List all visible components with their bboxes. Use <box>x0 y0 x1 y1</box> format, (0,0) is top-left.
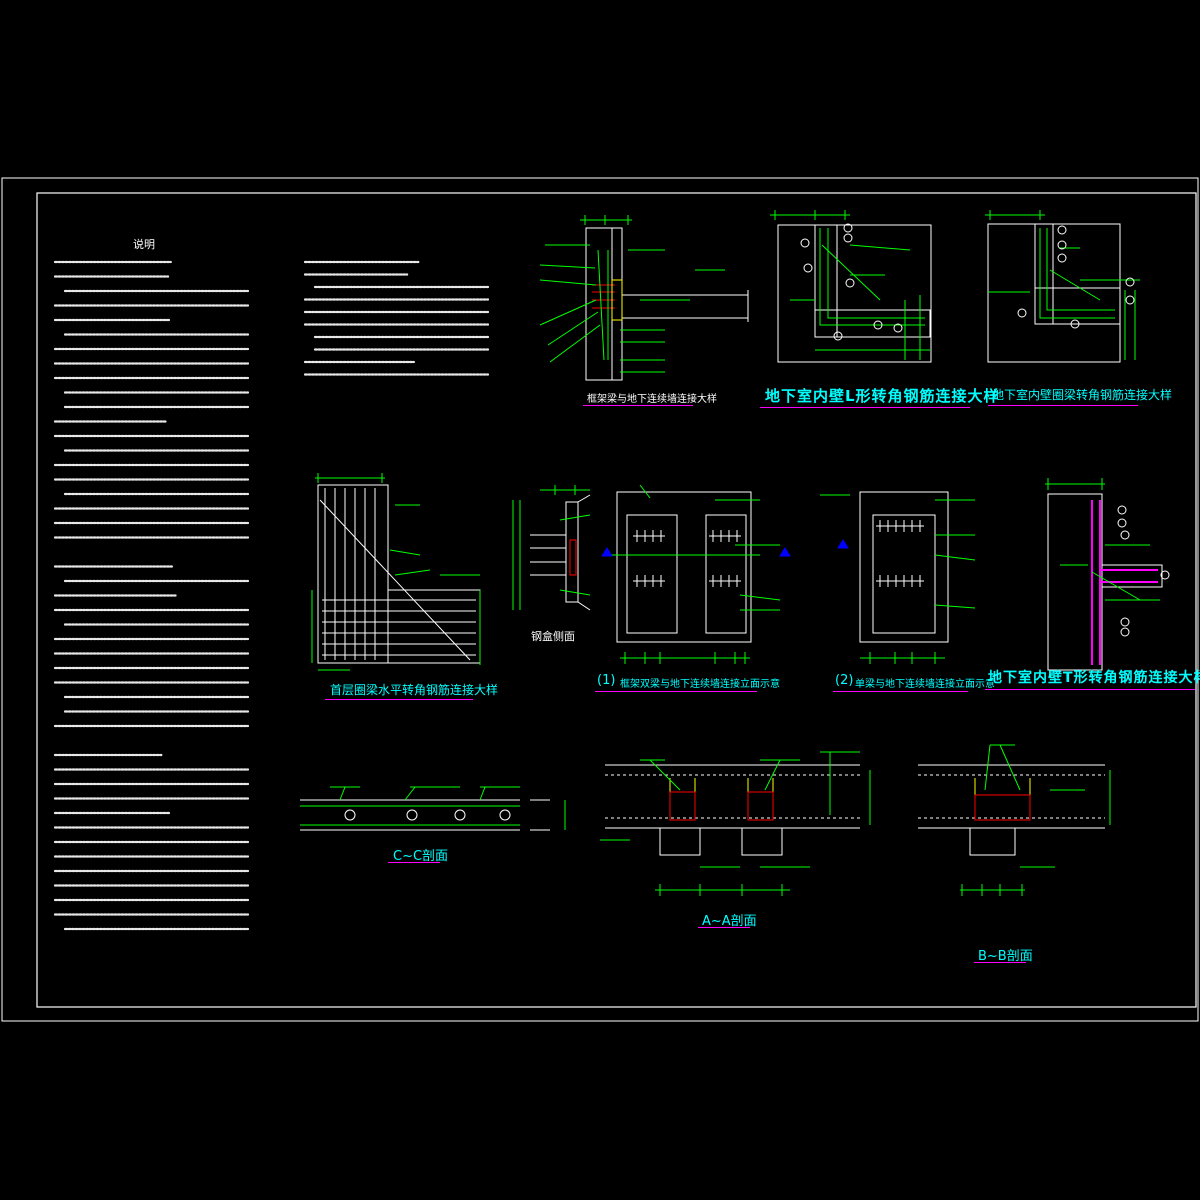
title-ring-beam-corner: 地下室内壁圈梁转角钢筋连接大样 <box>992 388 1173 402</box>
title-elev-1-num: (1) <box>597 673 616 688</box>
notes-heading: 说明 <box>133 238 155 251</box>
title-section-aa: A~A剖面 <box>702 914 757 929</box>
title-underline <box>833 691 968 692</box>
outer-frame <box>1 177 1199 1022</box>
detail-ring-beam-corner <box>985 210 1140 363</box>
title-elev-1: 框架双梁与地下连续墙连接立面示意 <box>620 679 780 690</box>
title-underline <box>325 699 473 700</box>
detail-l-corner <box>770 210 932 363</box>
detail-section-aa <box>600 751 871 896</box>
title-underline <box>988 405 1138 406</box>
detail-first-floor-ring <box>311 473 481 671</box>
detail-t-corner <box>1045 478 1170 671</box>
title-frame-beam-wall: 框架梁与地下连续墙连接大样 <box>587 394 717 405</box>
title-elev-2: 单梁与地下连续墙连接立面示意 <box>855 679 995 690</box>
title-underline <box>760 407 970 408</box>
detail-section-bb <box>918 744 1111 896</box>
notes-column-1 <box>53 260 250 931</box>
title-t-corner: 地下室内壁T形转角钢筋连接大样 <box>988 670 1200 686</box>
title-section-cc: C~C剖面 <box>393 849 449 864</box>
detail-frame-beam-wall <box>539 215 749 381</box>
title-underline <box>595 691 757 692</box>
title-first-floor-ring: 首层圈梁水平转角钢筋连接大样 <box>330 683 499 697</box>
inner-frame <box>36 192 1197 1008</box>
detail-elevation-double-beam <box>601 484 791 664</box>
title-underline <box>974 962 1026 963</box>
title-elev-2-num: (2) <box>835 673 854 688</box>
notes-column-2 <box>303 260 490 376</box>
title-steel-side: 钢盒侧面 <box>531 630 575 643</box>
detail-elevation-single-beam <box>820 491 976 664</box>
title-underline <box>388 862 440 863</box>
title-underline <box>985 689 1195 690</box>
title-underline <box>583 405 693 406</box>
detail-steel-box-side <box>512 485 591 611</box>
detail-section-cc <box>300 786 566 831</box>
title-underline <box>698 927 750 928</box>
title-l-corner: 地下室内壁L形转角钢筋连接大样 <box>765 387 1000 405</box>
title-section-bb: B~B剖面 <box>978 949 1033 964</box>
